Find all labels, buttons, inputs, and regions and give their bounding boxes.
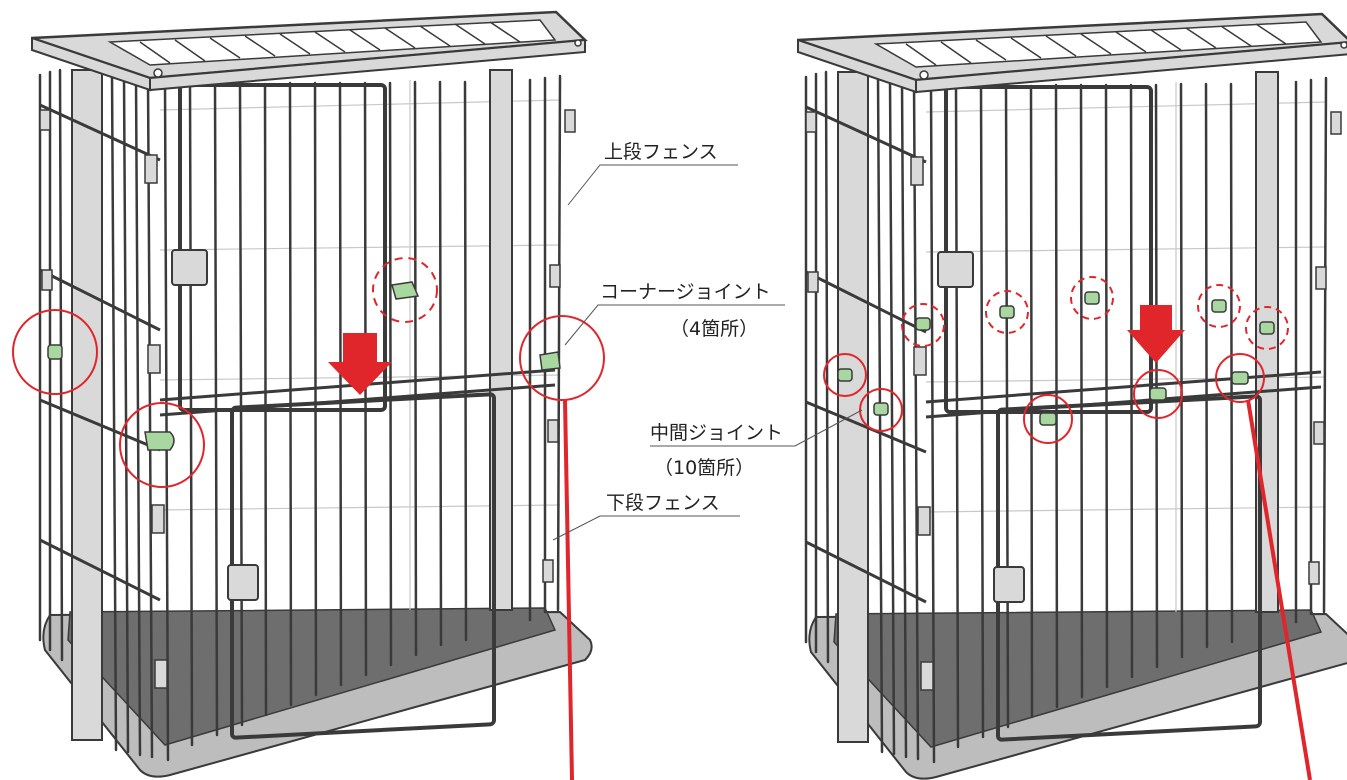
upper-fence-label: 上段フェンス (604, 141, 718, 163)
circle-highlight-icon (1070, 276, 1114, 320)
corner-joint-count-label: （4箇所） (670, 318, 758, 340)
circle-highlight-icon (859, 388, 903, 432)
circle-highlight-icon (1197, 284, 1241, 328)
right-cage-illustration (650, 12, 1347, 780)
corner-joints (47, 281, 561, 451)
circle-highlight-icon (119, 402, 205, 488)
circle-highlight-icon (519, 315, 605, 401)
middle-joints (837, 291, 1275, 426)
circle-highlight-icon (1215, 353, 1265, 403)
corner-joint-left (47, 344, 63, 360)
corner-joint-front (144, 431, 175, 451)
corner-joint-back (391, 281, 420, 300)
circle-highlight-icon (823, 353, 867, 397)
circle-highlight-icon (1245, 306, 1289, 350)
lower-fence-label: 下段フェンス (606, 492, 720, 514)
circle-highlight-icon (12, 309, 98, 395)
middle-joint-count-label: （10箇所） (654, 457, 754, 479)
pointer-line (563, 399, 574, 780)
circle-highlight-icon (985, 290, 1029, 334)
circle-highlight-icon (901, 303, 945, 347)
circle-highlight-icon (1023, 394, 1073, 444)
corner-joint-right (539, 351, 561, 371)
left-cage-illustration (12, 10, 785, 780)
circle-highlight-icon (372, 257, 438, 323)
corner-joint-label: コーナージョイント (600, 281, 771, 303)
down-arrow-icon (328, 333, 392, 395)
circle-highlight-icon (1133, 369, 1183, 419)
down-arrow-icon (1127, 305, 1185, 363)
middle-joint-label: 中間ジョイント (650, 422, 783, 444)
pointer-line (1246, 399, 1312, 780)
